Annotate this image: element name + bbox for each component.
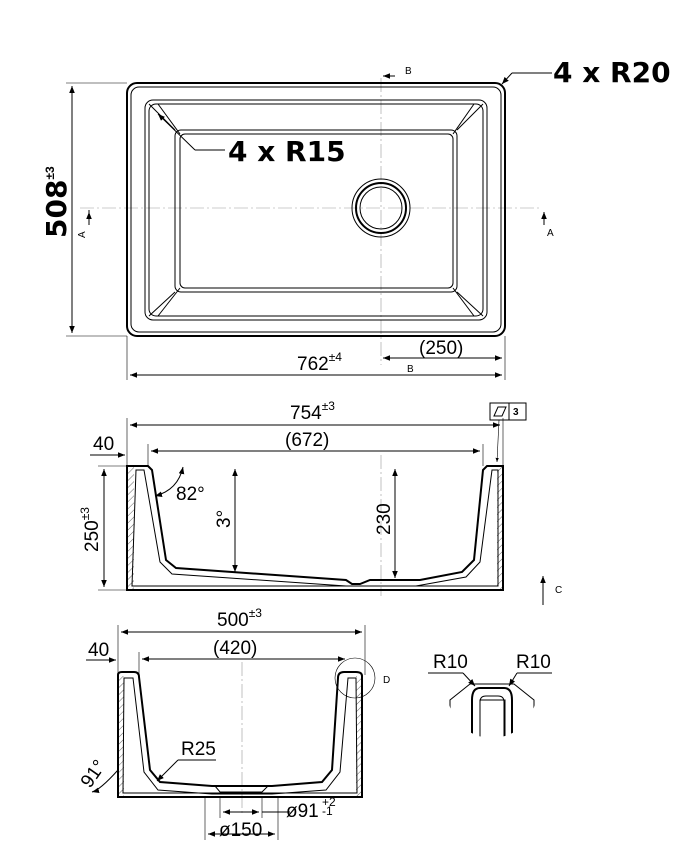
basin-bottom: [174, 129, 458, 293]
label-front-overall-width: 754±3: [290, 399, 335, 424]
label-inner-radius: 4 x R15: [228, 135, 346, 168]
label-front-height: 250±3: [78, 507, 103, 552]
basin-bottom-inner: [179, 133, 454, 289]
label-front-inner-width: (672): [285, 430, 329, 451]
section-a-left: A: [77, 231, 88, 238]
label-width: 762±4: [297, 350, 342, 375]
label-offset: (250): [419, 338, 463, 359]
flatness-icon: [493, 406, 507, 417]
label-detail-radius-right: R10: [516, 652, 551, 673]
label-drain-inner: ø91: [286, 801, 319, 822]
label-flatness-value: 3: [513, 407, 519, 418]
basin-top-edge: [144, 99, 488, 321]
label-outer-radius: 4 x R20: [553, 56, 671, 89]
outer-rim: [126, 82, 506, 337]
label-front-wall-angle: 82°: [176, 484, 205, 505]
label-front-slope-angle: 3°: [214, 510, 235, 528]
label-front-wall: 40: [93, 434, 114, 455]
label-view-c: C: [555, 585, 562, 596]
label-side-wall: 40: [88, 640, 109, 661]
label-drain-outer: ø150: [219, 820, 262, 841]
label-front-depth: 230: [374, 503, 395, 535]
section-a-right: A: [547, 228, 554, 239]
section-b-top: B: [405, 66, 412, 77]
front-section-body: [126, 465, 504, 591]
label-drain-tol-lower: -1: [322, 804, 333, 818]
label-side-inner-width: (420): [213, 638, 257, 659]
label-side-overall-width: 500±3: [217, 606, 262, 631]
section-b-bottom: B: [407, 364, 414, 375]
outer-rim-inner-edge: [130, 86, 502, 333]
top-view: 4 x R20 4 x R15 508±3 A A B (250) 762±4 …: [40, 56, 671, 380]
label-side-radius: R25: [181, 739, 216, 760]
front-section: 754±3 (672) 40 250±3 230 3°: [78, 399, 562, 605]
label-height: 508±3: [40, 166, 73, 238]
detail-d-circle: [334, 657, 376, 699]
label-detail-d: D: [383, 675, 390, 686]
detail-d: R10 R10: [428, 652, 552, 738]
side-section-body: [117, 671, 363, 798]
label-detail-radius-left: R10: [433, 652, 468, 673]
label-side-angle: 91°: [77, 756, 111, 792]
label-drain-tol-upper: +2: [322, 795, 336, 809]
drain-hole: [351, 178, 411, 238]
flatness-symbol-box: [489, 402, 527, 421]
basin-top-edge-inner: [148, 103, 484, 317]
side-section: 500±3 (420) 40 D R25 91° ø: [77, 606, 390, 841]
